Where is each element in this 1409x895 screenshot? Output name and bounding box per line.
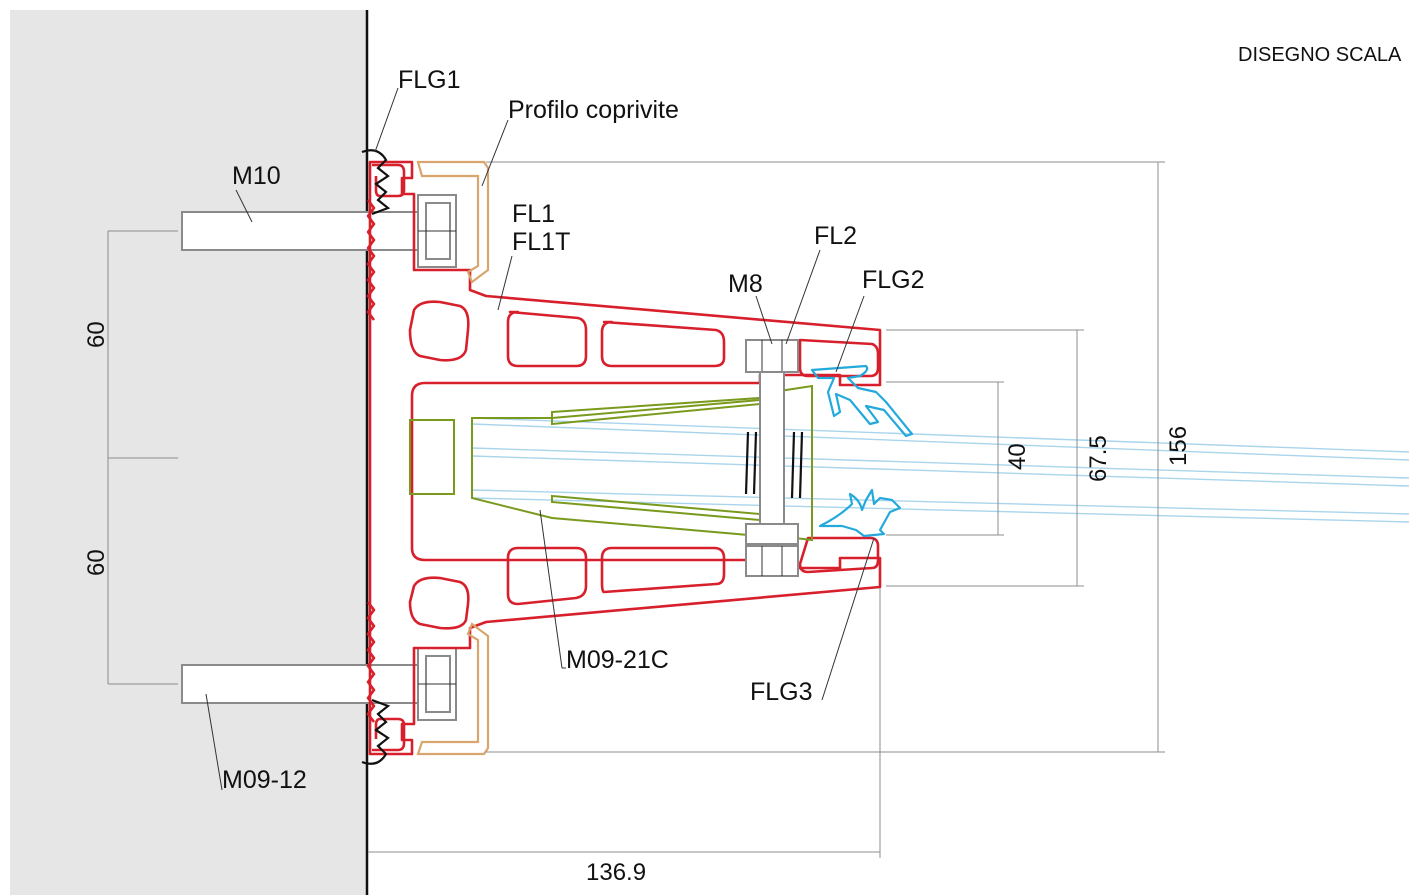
through-bolt <box>745 339 799 577</box>
cover-profile-lower <box>416 622 490 756</box>
dim-40: 40 <box>1004 443 1031 470</box>
dim-60-lower: 60 <box>83 549 110 576</box>
flg1-upper-clip <box>361 149 391 216</box>
label-m10: M10 <box>232 162 281 190</box>
glazing-insert <box>409 384 813 542</box>
label-flg3: FLG3 <box>750 678 813 706</box>
flg1-lower-clip <box>361 698 391 765</box>
leader-lines <box>205 87 875 791</box>
dim-67-5: 67.5 <box>1085 435 1112 482</box>
dim-60-upper: 60 <box>83 321 110 348</box>
upper-anchor-rod <box>181 194 457 268</box>
label-m8: M8 <box>728 270 763 298</box>
label-m09-12: M09-12 <box>222 766 307 794</box>
label-m09-21c: M09-21C <box>566 646 669 674</box>
label-profilo-coprivite: Profilo coprivite <box>508 96 679 124</box>
dim-156: 156 <box>1165 426 1192 466</box>
cover-profile-upper <box>416 160 490 284</box>
main-profile <box>368 160 882 756</box>
lower-anchor-rod <box>181 647 457 721</box>
dim-136-9: 136.9 <box>586 859 646 886</box>
wall-substrate <box>10 10 366 895</box>
glass-panes <box>471 417 1409 523</box>
scale-caption: DISEGNO SCALA <box>1238 44 1402 66</box>
label-fl1t: FL1T <box>512 228 570 256</box>
label-flg2: FLG2 <box>862 266 925 294</box>
label-fl2: FL2 <box>814 222 857 250</box>
dimension-lines <box>107 161 1165 858</box>
flg3-gasket <box>818 488 902 538</box>
glass-spacers <box>744 431 804 499</box>
label-fl1: FL1 <box>512 200 555 228</box>
flg2-gasket <box>810 364 914 438</box>
label-flg1: FLG1 <box>398 66 461 94</box>
